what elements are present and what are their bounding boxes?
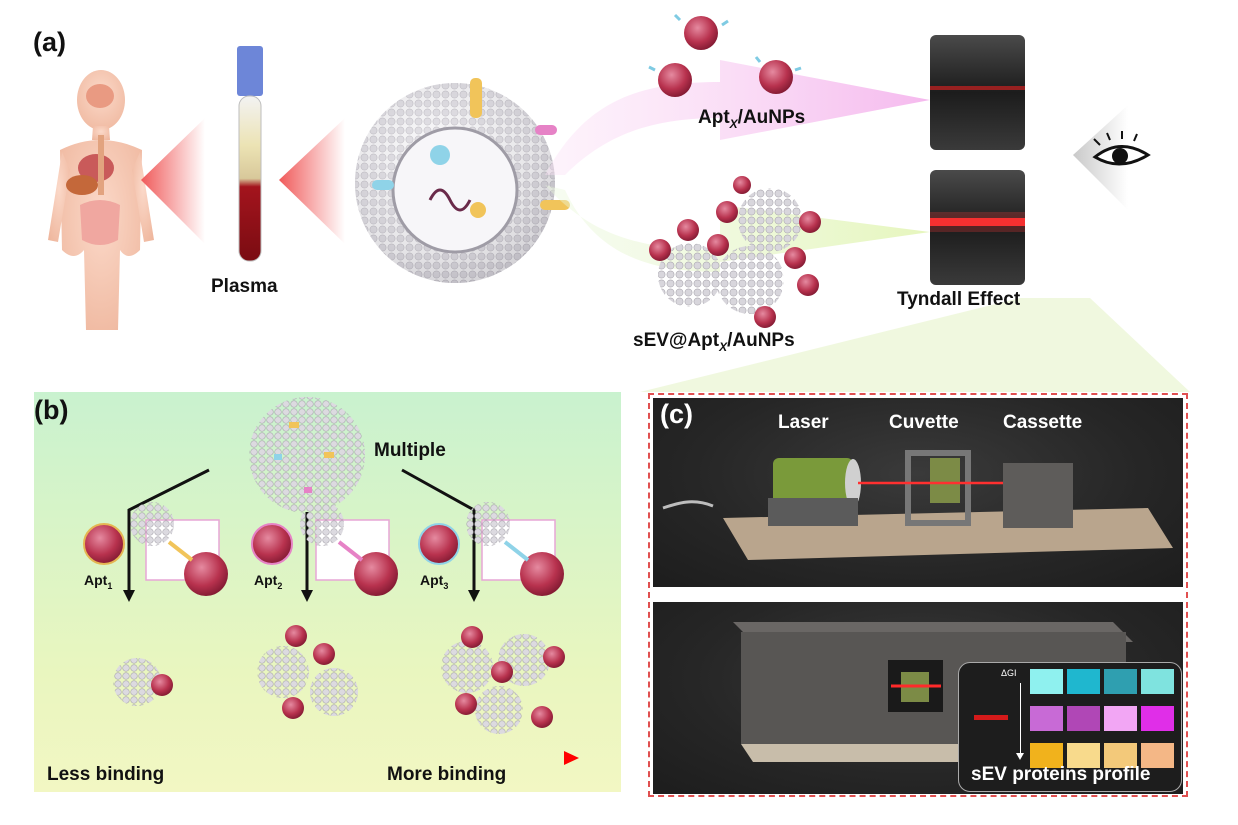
binding-arrowhead (564, 751, 579, 765)
heatmap-cell (1141, 669, 1174, 694)
inset-apt2 (300, 502, 398, 596)
laser-module-icon (773, 458, 853, 508)
cuvette-icon (930, 458, 960, 503)
branch-arrowheads (123, 590, 480, 602)
more-binding-label: More binding (387, 764, 507, 785)
less-binding-label: Less binding (47, 764, 165, 785)
panel-c: Laser Cuvette Cassette ΔGI sEV proteins … (648, 393, 1188, 797)
result-card: ΔGI (958, 662, 1182, 792)
heatmap-cell (1067, 706, 1100, 731)
apt1-label: Apt1 (84, 572, 113, 591)
blood-tube-icon (237, 46, 263, 262)
profile-label: sEV proteins profile (971, 764, 1151, 785)
apt2-label: Apt2 (254, 572, 283, 591)
laser-label: Laser (778, 412, 829, 433)
apt2-np-icon (251, 523, 293, 565)
panel-b-graphic (83, 397, 579, 765)
panel-b: (b) Multiple Apt1 Apt2 Apt3 Less binding… (34, 392, 621, 792)
cuvette-label: Cuvette (889, 412, 959, 433)
heatmap-cell (1067, 743, 1100, 768)
tyndall-label: Tyndall Effect (897, 289, 1021, 310)
apt1-np-icon (83, 523, 125, 565)
cassette-label: Cassette (1003, 412, 1083, 433)
arrow-apt (545, 60, 930, 175)
apt3-np-icon (418, 523, 460, 565)
heatmap-cell (1104, 706, 1137, 731)
zoom-fan (640, 298, 1190, 392)
device-photo-bottom: ΔGI sEV proteins profile (653, 602, 1183, 794)
aggregate-medium (257, 625, 358, 719)
heatmap-cell (1030, 669, 1063, 694)
sev-cluster-icon (649, 176, 821, 328)
heatmap-cell (1067, 669, 1100, 694)
apt-aunps-label: AptX/AuNPs (698, 107, 806, 131)
panel-a-letter: (a) (33, 27, 66, 57)
aggregate-less (113, 658, 173, 706)
apt3-label: Apt3 (420, 572, 449, 591)
arrow-left-1 (141, 118, 205, 244)
heatmap-cell (1104, 743, 1137, 768)
panel-b-letter: (b) (34, 395, 69, 425)
cuvette-holder-icon (905, 450, 971, 526)
multiple-vesicle-icon (249, 397, 365, 513)
delta-arrow (1020, 683, 1021, 755)
eye-icon (1092, 131, 1151, 166)
device-setup-graphic (662, 450, 1173, 560)
device-photo-top: Laser Cuvette Cassette (653, 398, 1183, 587)
vesicle-icon (355, 78, 570, 283)
cuvette-apt-icon (930, 35, 1025, 150)
inset-apt1 (130, 502, 228, 596)
apt-aunps-icon (648, 13, 802, 97)
plasma-label: Plasma (211, 276, 278, 297)
sev-aunps-label: sEV@AptX/AuNPs (633, 330, 795, 354)
aggregate-more (441, 626, 565, 734)
heatmap-cell (1141, 706, 1174, 731)
arrow-left-2 (279, 118, 345, 244)
laser-cable (662, 500, 714, 510)
human-body-icon (48, 70, 154, 330)
result-red-bar (974, 715, 1008, 720)
arrow-sev (545, 185, 930, 272)
cuvette-sev-icon (930, 170, 1025, 285)
heatmap-cell (1030, 706, 1063, 731)
cassette-icon (1003, 463, 1073, 528)
panel-c-letter: (c) (660, 399, 693, 429)
inset-apt3 (466, 502, 564, 596)
panel-a-graphic (48, 13, 1190, 392)
heatmap-cell (1104, 669, 1137, 694)
heatmap-cell (1030, 743, 1063, 768)
heatmap-cell (1141, 743, 1174, 768)
delta-label: ΔGI (1001, 668, 1017, 678)
delta-arrowhead (1016, 753, 1024, 760)
multiple-label: Multiple (374, 440, 446, 461)
